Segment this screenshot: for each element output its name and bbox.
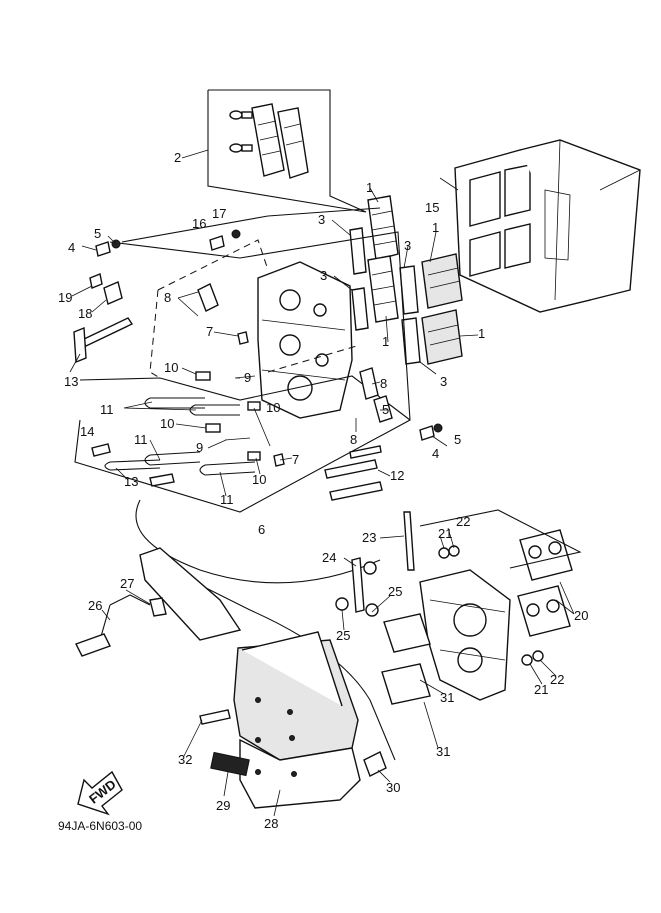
callout-23: 23 — [362, 530, 376, 545]
hoses-and-fittings — [73, 283, 393, 501]
bracket-and-fuel-hose — [75, 547, 242, 657]
inset-reed-plates — [251, 103, 309, 179]
callout-28: 28 — [264, 816, 278, 831]
reed-valve-inset — [207, 89, 367, 213]
intake-manifold-body — [257, 261, 353, 419]
callout-16: 16 — [192, 216, 206, 231]
callout-3: 3 — [404, 238, 411, 253]
hose-set-box — [149, 239, 361, 379]
callout-31: 31 — [440, 690, 454, 705]
callout-9: 9 — [196, 440, 203, 455]
callout-14: 14 — [80, 424, 94, 439]
callout-21: 21 — [438, 526, 452, 541]
callout-12: 12 — [390, 468, 404, 483]
callout-15: 15 — [425, 200, 439, 215]
callout-24: 24 — [322, 550, 336, 565]
callout-18: 18 — [78, 306, 92, 321]
callout-22: 22 — [550, 672, 564, 687]
callout-21: 21 — [534, 682, 548, 697]
callout-31: 31 — [436, 744, 450, 759]
fwd-arrow: FWD — [77, 770, 123, 816]
callout-13: 13 — [124, 474, 138, 489]
callout-1: 1 — [382, 334, 389, 349]
callout-25: 25 — [388, 584, 402, 599]
callout-7: 7 — [292, 452, 299, 467]
callout-10: 10 — [266, 400, 280, 415]
carburetor-assembly — [335, 509, 582, 705]
drawing-code: 94JA-6N603-00 — [58, 819, 142, 833]
callout-11: 11 — [220, 492, 234, 507]
callout-11: 11 — [134, 432, 148, 447]
callout-1: 1 — [366, 180, 373, 195]
callout-3: 3 — [318, 212, 325, 227]
callout-9: 9 — [244, 370, 251, 385]
leader-lines — [69, 149, 575, 817]
callout-19: 19 — [58, 290, 72, 305]
reed-valve-assemblies — [349, 195, 463, 365]
callout-26: 26 — [88, 598, 102, 613]
callout-29: 29 — [216, 798, 230, 813]
callout-2: 2 — [174, 150, 181, 165]
callout-8: 8 — [164, 290, 171, 305]
silencer-assembly — [199, 631, 387, 809]
callout-4: 4 — [432, 446, 439, 461]
callout-25: 25 — [336, 628, 350, 643]
callout-5: 5 — [454, 432, 461, 447]
callout-8: 8 — [380, 376, 387, 391]
callout-32: 32 — [178, 752, 192, 767]
callout-5: 5 — [94, 226, 101, 241]
callout-3: 3 — [440, 374, 447, 389]
callout-11: 11 — [100, 402, 114, 417]
callout-27: 27 — [120, 576, 134, 591]
inset-screws — [229, 110, 253, 153]
callout-1: 1 — [478, 326, 485, 341]
fasteners — [89, 229, 443, 457]
callout-22: 22 — [456, 514, 470, 529]
callout-30: 30 — [386, 780, 400, 795]
callout-13: 13 — [64, 374, 78, 389]
callout-10: 10 — [160, 416, 174, 431]
callout-7: 7 — [206, 324, 213, 339]
callout-20: 20 — [574, 608, 588, 623]
callout-6: 6 — [258, 522, 265, 537]
callout-4: 4 — [68, 240, 75, 255]
callout-10: 10 — [252, 472, 266, 487]
callout-8: 8 — [350, 432, 357, 447]
intake-manifold-frame — [454, 139, 641, 313]
callout-3: 3 — [320, 268, 327, 283]
callout-5: 5 — [382, 402, 389, 417]
callout-17: 17 — [212, 206, 226, 221]
callout-numbers: 2 1 15 3 17 16 5 4 3 1 3 19 8 18 7 1 1 1… — [58, 150, 588, 831]
callout-1: 1 — [432, 220, 439, 235]
callout-10: 10 — [164, 360, 178, 375]
